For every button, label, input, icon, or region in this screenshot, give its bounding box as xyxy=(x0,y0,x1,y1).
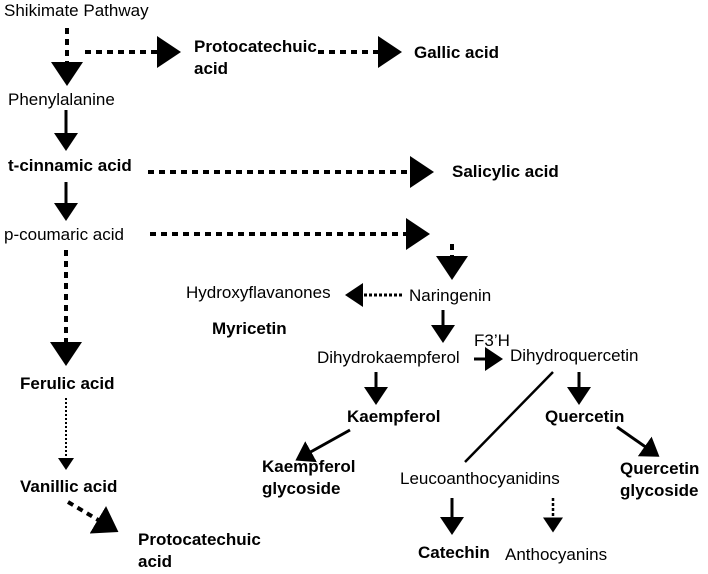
node-quercetin-glycoside-line1: Quercetin xyxy=(620,459,700,478)
edge-label-f3h: F3’H xyxy=(474,331,510,350)
node-catechin: Catechin xyxy=(418,543,490,562)
node-kaempferol: Kaempferol xyxy=(347,407,441,426)
line-dihydroquercetin-leucoanthocyanidins xyxy=(464,371,554,463)
node-protocatechuic-acid-top-line2: acid xyxy=(194,59,229,78)
node-kaempferol-glycoside-line2: glycoside xyxy=(262,479,341,498)
node-t-cinnamic-acid: t-cinnamic acid xyxy=(8,156,132,175)
arrow-kaempferol-glycoside xyxy=(295,428,351,463)
node-kaempferol-glycoside: Kaempferol glycoside xyxy=(262,456,356,500)
arrow-quercetin-glycoside xyxy=(616,425,660,457)
node-phenylalanine: Phenylalanine xyxy=(8,90,115,109)
node-quercetin-glycoside-line2: glycoside xyxy=(620,481,699,500)
node-protocatechuic-acid-top-line1: Protocatechuic xyxy=(194,37,317,56)
node-hydroxyflavanones: Hydroxyflavanones xyxy=(186,283,331,302)
node-gallic-acid: Gallic acid xyxy=(414,43,500,62)
node-anthocyanins: Anthocyanins xyxy=(505,545,608,564)
node-protocatechuic-acid-top: Protocatechuic acid xyxy=(194,36,317,80)
node-quercetin: Quercetin xyxy=(545,407,625,426)
node-p-coumaric-acid: p-coumaric acid xyxy=(4,225,124,244)
node-protocatechuic-acid-bottom-line2: acid xyxy=(138,552,173,571)
node-salicylic-acid: Salicylic acid xyxy=(452,162,559,181)
node-kaempferol-glycoside-line1: Kaempferol xyxy=(262,457,356,476)
arrow-vanillic-protocatechuic xyxy=(66,500,119,534)
node-quercetin-glycoside: Quercetin glycoside xyxy=(620,458,699,502)
node-ferulic-acid: Ferulic acid xyxy=(20,374,115,393)
node-dihydrokaempferol: Dihydrokaempferol xyxy=(317,348,460,367)
node-leucoanthocyanidins: Leucoanthocyanidins xyxy=(400,469,560,488)
node-shikimate-pathway: Shikimate Pathway xyxy=(4,1,149,20)
node-protocatechuic-acid-bottom: Protocatechuic acid xyxy=(138,529,261,573)
node-naringenin: Naringenin xyxy=(409,286,492,305)
node-protocatechuic-acid-bottom-line1: Protocatechuic xyxy=(138,530,261,549)
node-dihydroquercetin: Dihydroquercetin xyxy=(510,346,639,365)
node-vanillic-acid: Vanillic acid xyxy=(20,477,118,496)
node-myricetin: Myricetin xyxy=(212,319,287,338)
